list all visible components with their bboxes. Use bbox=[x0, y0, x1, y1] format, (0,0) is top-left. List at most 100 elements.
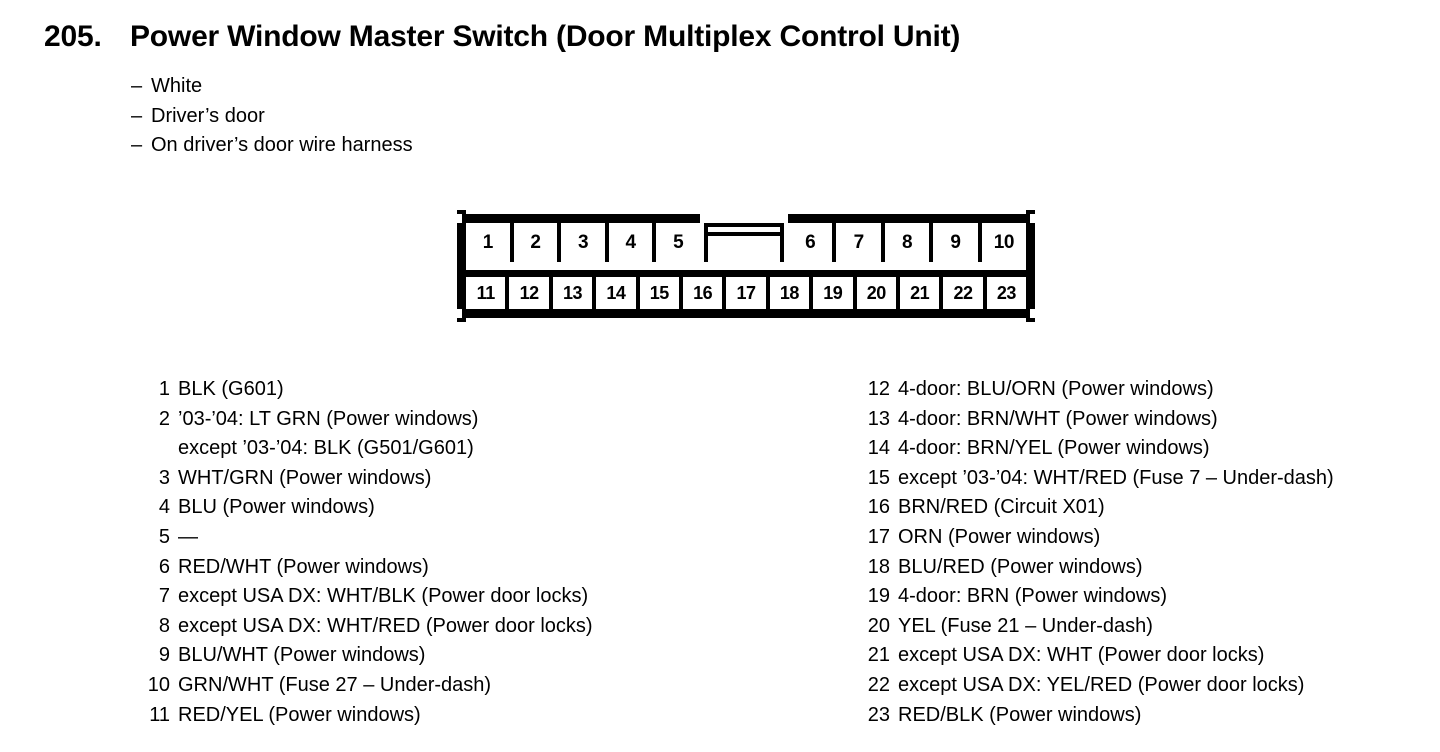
pin-list-right: 12 4-door: BLU/ORN (Power windows) 13 4-… bbox=[864, 375, 1334, 730]
pin-description: RED/WHT (Power windows) bbox=[178, 555, 429, 578]
pin-description: BLK (G601) bbox=[178, 378, 284, 400]
connector-top-bar-left bbox=[466, 214, 700, 223]
note-item: –On driver’s door wire harness bbox=[131, 131, 413, 161]
pin-description: except USA DX: WHT/BLK (Power door locks… bbox=[178, 585, 589, 608]
pin-description: 4-door: BRN/WHT (Power windows) bbox=[898, 407, 1218, 430]
pin-number: 22 bbox=[867, 673, 890, 696]
connector-pin-cell[interactable]: 17 bbox=[726, 277, 766, 309]
pin-number: 10 bbox=[147, 673, 170, 696]
connector-pin-cell[interactable]: 16 bbox=[682, 277, 723, 309]
pin-number: 20 bbox=[867, 614, 890, 637]
connector-notch-top-right bbox=[1030, 214, 1035, 223]
pin-entry: 10 GRN/WHT (Fuse 27 – Under-dash) bbox=[144, 671, 593, 701]
pin-description: except USA DX: WHT/RED (Power door locks… bbox=[178, 614, 593, 637]
pin-description: RED/BLK (Power windows) bbox=[898, 703, 1142, 726]
section-number: 205. bbox=[44, 20, 102, 53]
connector-pin-cell[interactable]: 6 bbox=[788, 223, 833, 262]
pin-description-continued: except ’03-’04: BLK (G501/G601) bbox=[178, 437, 474, 460]
connector-pin-cell[interactable]: 18 bbox=[769, 277, 810, 309]
pin-entry: 17 ORN (Power windows) bbox=[864, 523, 1334, 553]
connector-pin-cell[interactable]: 23 bbox=[986, 277, 1027, 309]
pin-description: BLU (Power windows) bbox=[178, 496, 375, 519]
connector-row-top-right: 6 7 8 9 10 bbox=[788, 223, 1027, 262]
pin-number: 5 bbox=[158, 525, 170, 548]
connector-pin-cell[interactable]: 12 bbox=[509, 277, 549, 309]
connector-pin-cell[interactable]: 13 bbox=[552, 277, 593, 309]
note-text: On driver’s door wire harness bbox=[151, 134, 413, 156]
pin-entry: 8 except USA DX: WHT/RED (Power door loc… bbox=[144, 612, 593, 642]
connector-diagram: 1 2 3 4 5 6 7 8 9 10 11 12 13 14 15 16 1… bbox=[457, 210, 1035, 322]
pin-number: 18 bbox=[867, 555, 890, 578]
pin-entry: 4 BLU (Power windows) bbox=[144, 493, 593, 523]
note-dash-icon: – bbox=[131, 75, 143, 97]
connector-keyway-opening bbox=[708, 236, 780, 262]
pin-description: — bbox=[178, 525, 198, 548]
pin-number: 11 bbox=[149, 703, 170, 726]
pin-description: except USA DX: YEL/RED (Power door locks… bbox=[898, 673, 1305, 696]
connector-pin-cell[interactable]: 19 bbox=[813, 277, 853, 309]
connector-right-rail bbox=[1026, 210, 1035, 322]
pin-description: WHT/GRN (Power windows) bbox=[178, 466, 432, 489]
pin-description: 4-door: BRN/YEL (Power windows) bbox=[898, 437, 1210, 460]
connector-pin-cell[interactable]: 9 bbox=[933, 223, 978, 262]
pin-number: 8 bbox=[158, 614, 170, 637]
connector-notes: –White –Driver’s door –On driver’s door … bbox=[131, 72, 413, 161]
pin-entry: 13 4-door: BRN/WHT (Power windows) bbox=[864, 405, 1334, 435]
connector-pin-cell[interactable]: 2 bbox=[513, 223, 558, 262]
connector-pin-cell[interactable]: 10 bbox=[981, 223, 1027, 262]
pin-description: except USA DX: WHT (Power door locks) bbox=[898, 644, 1265, 667]
note-text: White bbox=[151, 75, 203, 97]
connector-notch-bottom-left bbox=[457, 309, 462, 318]
connector-pin-cell[interactable]: 4 bbox=[608, 223, 653, 262]
connector-top-bar-right bbox=[788, 214, 1026, 223]
pin-entry: 19 4-door: BRN (Power windows) bbox=[864, 582, 1334, 612]
pin-entry: 1 BLK (G601) bbox=[144, 375, 593, 405]
pin-entry: 14 4-door: BRN/YEL (Power windows) bbox=[864, 434, 1334, 464]
connector-keyway-top-gap bbox=[708, 227, 780, 232]
pin-number: 6 bbox=[158, 555, 170, 578]
connector-pin-cell[interactable]: 3 bbox=[561, 223, 605, 262]
note-item: –Driver’s door bbox=[131, 102, 413, 132]
pin-number: 9 bbox=[158, 644, 170, 667]
note-item: –White bbox=[131, 72, 413, 102]
connector-pin-cell[interactable]: 21 bbox=[899, 277, 940, 309]
connector-pin-cell[interactable]: 7 bbox=[836, 223, 881, 262]
pin-entry: 2 ’03-’04: LT GRN (Power windows) bbox=[144, 405, 593, 435]
connector-pin-cell[interactable]: 1 bbox=[466, 223, 510, 262]
connector-pin-cell[interactable]: 15 bbox=[639, 277, 679, 309]
pin-description: BLU/RED (Power windows) bbox=[898, 555, 1143, 578]
pin-list-left: 1 BLK (G601) 2 ’03-’04: LT GRN (Power wi… bbox=[144, 375, 593, 730]
connector-pin-cell[interactable]: 14 bbox=[596, 277, 636, 309]
pin-number: 7 bbox=[158, 585, 170, 608]
pin-description: ORN (Power windows) bbox=[898, 525, 1101, 548]
pin-description: RED/YEL (Power windows) bbox=[178, 703, 421, 726]
section-title: Power Window Master Switch (Door Multipl… bbox=[130, 20, 961, 53]
pin-number: 13 bbox=[867, 407, 890, 430]
pin-entry: 3 WHT/GRN (Power windows) bbox=[144, 464, 593, 494]
pin-description: 4-door: BRN (Power windows) bbox=[898, 585, 1167, 608]
pin-entry: 21 except USA DX: WHT (Power door locks) bbox=[864, 641, 1334, 671]
pin-entry: 16 BRN/RED (Circuit X01) bbox=[864, 493, 1334, 523]
connector-notch-bottom-right bbox=[1030, 309, 1035, 318]
connector-pin-cell[interactable]: 20 bbox=[856, 277, 896, 309]
pin-entry: 9 BLU/WHT (Power windows) bbox=[144, 641, 593, 671]
pin-number: 14 bbox=[867, 437, 890, 460]
pin-number: 12 bbox=[867, 378, 890, 400]
pin-number: 15 bbox=[867, 466, 890, 489]
pin-number: 17 bbox=[867, 525, 890, 548]
pin-entry: 5 — bbox=[144, 523, 593, 553]
pin-description: except ’03-’04: WHT/RED (Fuse 7 – Under-… bbox=[898, 466, 1334, 489]
connector-pin-cell[interactable]: 5 bbox=[656, 223, 700, 262]
pin-number: 19 bbox=[867, 585, 890, 608]
connector-pin-cell[interactable]: 22 bbox=[943, 277, 983, 309]
connector-pin-cell[interactable]: 8 bbox=[884, 223, 930, 262]
connector-pin-cell[interactable]: 11 bbox=[466, 277, 506, 309]
page-title: 205. Power Window Master Switch (Door Mul… bbox=[44, 20, 960, 54]
note-text: Driver’s door bbox=[151, 104, 265, 127]
pin-description: YEL (Fuse 21 – Under-dash) bbox=[898, 614, 1153, 637]
pin-entry: 20 YEL (Fuse 21 – Under-dash) bbox=[864, 612, 1334, 642]
pin-number: 16 bbox=[867, 496, 890, 519]
pin-entry: 22 except USA DX: YEL/RED (Power door lo… bbox=[864, 671, 1334, 701]
connector-left-rail bbox=[457, 210, 466, 322]
pin-number: 3 bbox=[158, 466, 170, 489]
